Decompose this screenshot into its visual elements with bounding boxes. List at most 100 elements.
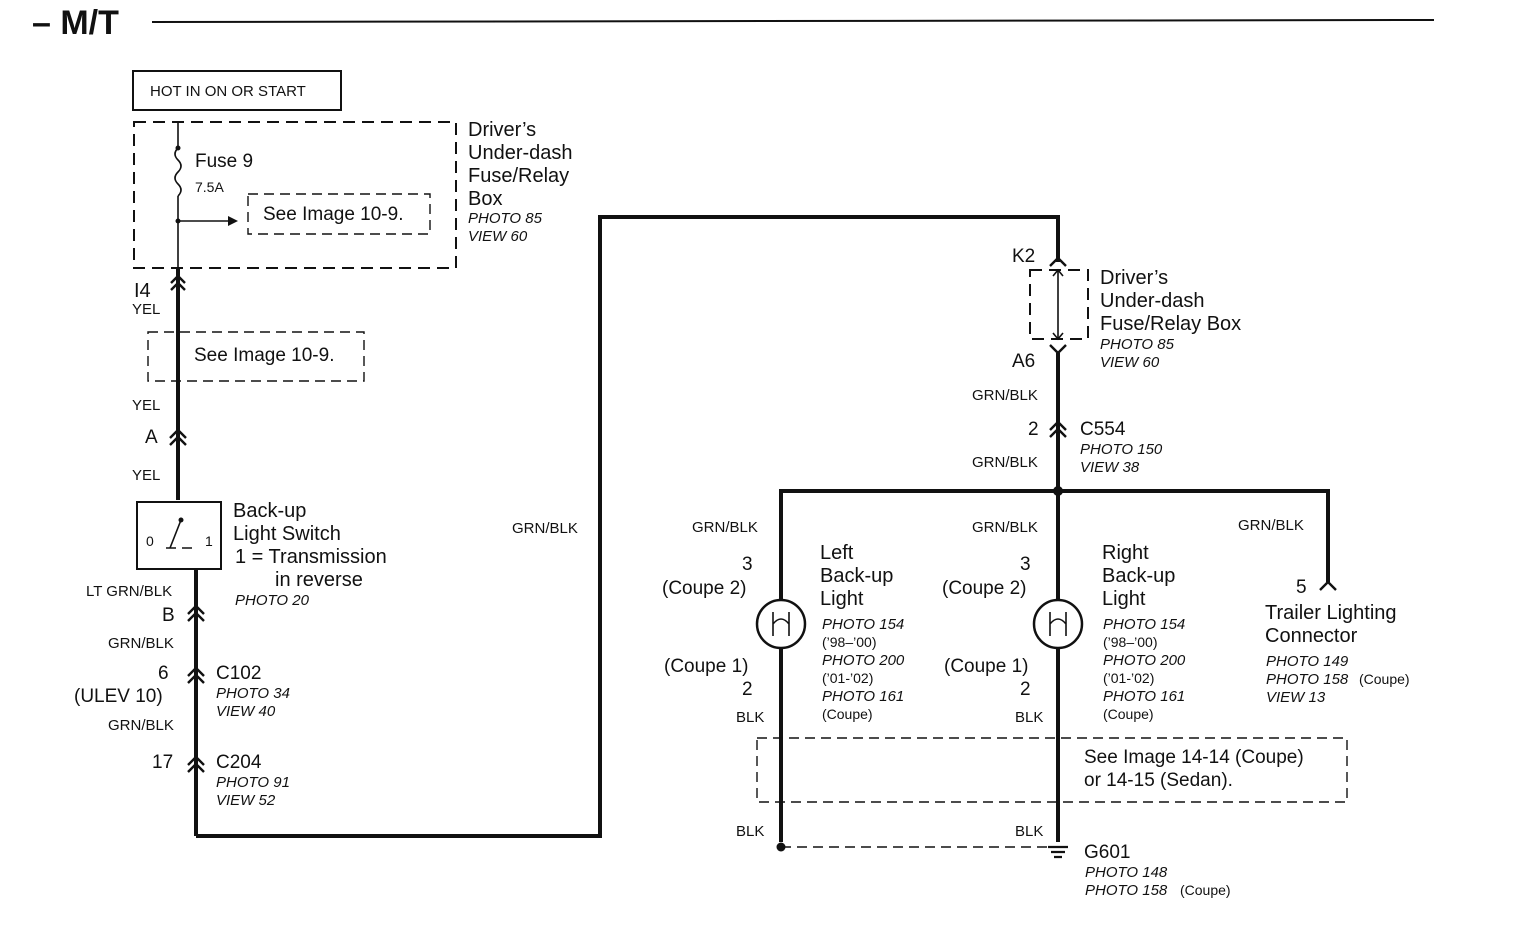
fuse-box-right-line1: Driver’s xyxy=(1100,267,1168,289)
switch-desc-1: 1 = Transmission xyxy=(235,546,387,568)
left-light-coupe: (Coupe) xyxy=(822,706,873,722)
right-light-coupe2: (Coupe 2) xyxy=(942,578,1027,599)
left-light-photo1: PHOTO 154 xyxy=(822,616,904,633)
wire-label-blk-2: BLK xyxy=(1015,709,1043,726)
terminal-a: A xyxy=(145,427,158,448)
c102-name: C102 xyxy=(216,663,261,684)
wire-label-blk-1: BLK xyxy=(736,709,764,726)
fuse-box-right-line2: Under-dash xyxy=(1100,290,1205,312)
see-image-10-9-label-b: See Image 10-9. xyxy=(194,345,334,366)
see-image-10-9-box-b xyxy=(147,331,365,382)
fuse-box-left-line4: Box xyxy=(468,188,502,210)
wire-label-grn-blk-5: GRN/BLK xyxy=(692,519,758,536)
right-bulb-filament xyxy=(1049,612,1067,636)
trailer-photo1: PHOTO 149 xyxy=(1266,653,1349,670)
wire-label-grn-blk-1: GRN/BLK xyxy=(108,635,174,652)
connector-k2-icon xyxy=(1049,256,1067,267)
fuse-box-right-photo: PHOTO 85 xyxy=(1100,336,1175,353)
backup-light-switch xyxy=(136,501,222,570)
switch-pos-1: 1 xyxy=(205,533,213,549)
left-light-years2: (’01-’02) xyxy=(822,670,873,686)
connector-c102-icon xyxy=(187,666,205,684)
c102-photo: PHOTO 34 xyxy=(216,685,290,702)
wire-label-yel-1: YEL xyxy=(132,301,160,318)
wire-grn-blk-loop xyxy=(196,215,1060,838)
diagram-title: – M/T xyxy=(32,4,119,42)
right-light-pin-top: 3 xyxy=(1020,554,1031,575)
see-image-14-line2: or 14-15 (Sedan). xyxy=(1084,770,1233,791)
fuse-box-right-view: VIEW 60 xyxy=(1100,354,1160,371)
left-light-name3: Light xyxy=(820,588,864,610)
left-light-pin-top: 3 xyxy=(742,554,753,575)
trailer-connector-icon xyxy=(1319,580,1337,591)
switch-pivot xyxy=(178,517,184,523)
wire-label-blk-3: BLK xyxy=(736,823,764,840)
connector-c554-icon xyxy=(1049,420,1067,438)
wire-label-yel-2: YEL xyxy=(132,397,160,414)
fuse-box-left-view: VIEW 60 xyxy=(468,228,528,245)
fuse-box-right-outline xyxy=(1029,269,1089,340)
left-backup-bulb-icon xyxy=(755,598,807,650)
fuse-box-left-photo: PHOTO 85 xyxy=(468,210,543,227)
c554-name: C554 xyxy=(1080,419,1126,440)
connector-a-icon xyxy=(169,428,187,446)
right-light-photo1: PHOTO 154 xyxy=(1103,616,1185,633)
left-light-photo2: PHOTO 200 xyxy=(822,652,905,669)
wire-label-yel-3: YEL xyxy=(132,467,160,484)
c554-pin: 2 xyxy=(1028,419,1039,440)
see-image-14-line1: See Image 14-14 (Coupe) xyxy=(1084,747,1304,768)
hot-box-label: HOT IN ON OR START xyxy=(150,83,306,100)
c102-ulev: (ULEV 10) xyxy=(74,686,163,707)
terminal-a6: A6 xyxy=(1012,351,1035,372)
left-light-coupe1: (Coupe 1) xyxy=(664,656,749,677)
right-light-years2: (’01-’02) xyxy=(1103,670,1154,686)
fuse-box-left-line3: Fuse/Relay xyxy=(468,165,569,187)
right-light-coupe1: (Coupe 1) xyxy=(944,656,1029,677)
c204-name: C204 xyxy=(216,752,262,773)
fuse-box-right-arrows xyxy=(1052,268,1064,341)
trailer-coupe: (Coupe) xyxy=(1359,671,1410,687)
wire-label-grn-blk-3: GRN/BLK xyxy=(972,387,1038,404)
see-image-10-9-box-a xyxy=(247,193,431,235)
switch-desc-2: in reverse xyxy=(275,569,363,591)
trailer-line2: Connector xyxy=(1265,625,1358,647)
fuse-box-left-line2: Under-dash xyxy=(468,142,573,164)
c554-photo: PHOTO 150 xyxy=(1080,441,1163,458)
c554-view: VIEW 38 xyxy=(1080,459,1140,476)
ground-name: G601 xyxy=(1084,842,1130,863)
trailer-line1: Trailer Lighting xyxy=(1265,602,1397,624)
c204-photo: PHOTO 91 xyxy=(216,774,290,791)
bus-junction xyxy=(1053,486,1063,496)
right-light-years1: (’98–’00) xyxy=(1103,634,1157,650)
switch-title-2: Light Switch xyxy=(233,523,341,545)
left-light-years1: (’98–’00) xyxy=(822,634,876,650)
trailer-pin: 5 xyxy=(1296,577,1307,598)
c204-view: VIEW 52 xyxy=(216,792,276,809)
wire-label-grn-blk-4: GRN/BLK xyxy=(972,454,1038,471)
left-light-name2: Back-up xyxy=(820,565,893,587)
left-light-pin-bottom: 2 xyxy=(742,679,753,700)
switch-arm xyxy=(169,519,182,549)
connector-b-icon xyxy=(187,604,205,622)
c102-pin: 6 xyxy=(158,663,169,684)
terminal-i4: I4 xyxy=(134,280,151,302)
right-light-photo3: PHOTO 161 xyxy=(1103,688,1185,705)
fuse-icon xyxy=(174,147,182,197)
trailer-photo2: PHOTO 158 xyxy=(1266,671,1349,688)
hot-box xyxy=(132,70,342,111)
ground-icon xyxy=(1048,845,1068,859)
fuse-junction-top xyxy=(175,145,181,151)
right-backup-bulb-icon xyxy=(1032,598,1084,650)
connector-c204-icon xyxy=(187,755,205,773)
fuse-box-left-line1: Driver’s xyxy=(468,119,536,141)
wire-label-grn-blk-loop: GRN/BLK xyxy=(512,520,578,537)
wire-label-lt-grn-blk: LT GRN/BLK xyxy=(86,583,172,600)
wire-label-blk-4: BLK xyxy=(1015,823,1043,840)
wire-label-grn-blk-6: GRN/BLK xyxy=(972,519,1038,536)
right-light-coupe: (Coupe) xyxy=(1103,706,1154,722)
title-rule xyxy=(151,19,1435,23)
arrowhead-icon xyxy=(228,216,238,226)
left-light-name1: Left xyxy=(820,542,854,564)
ground-photo1: PHOTO 148 xyxy=(1085,864,1168,881)
